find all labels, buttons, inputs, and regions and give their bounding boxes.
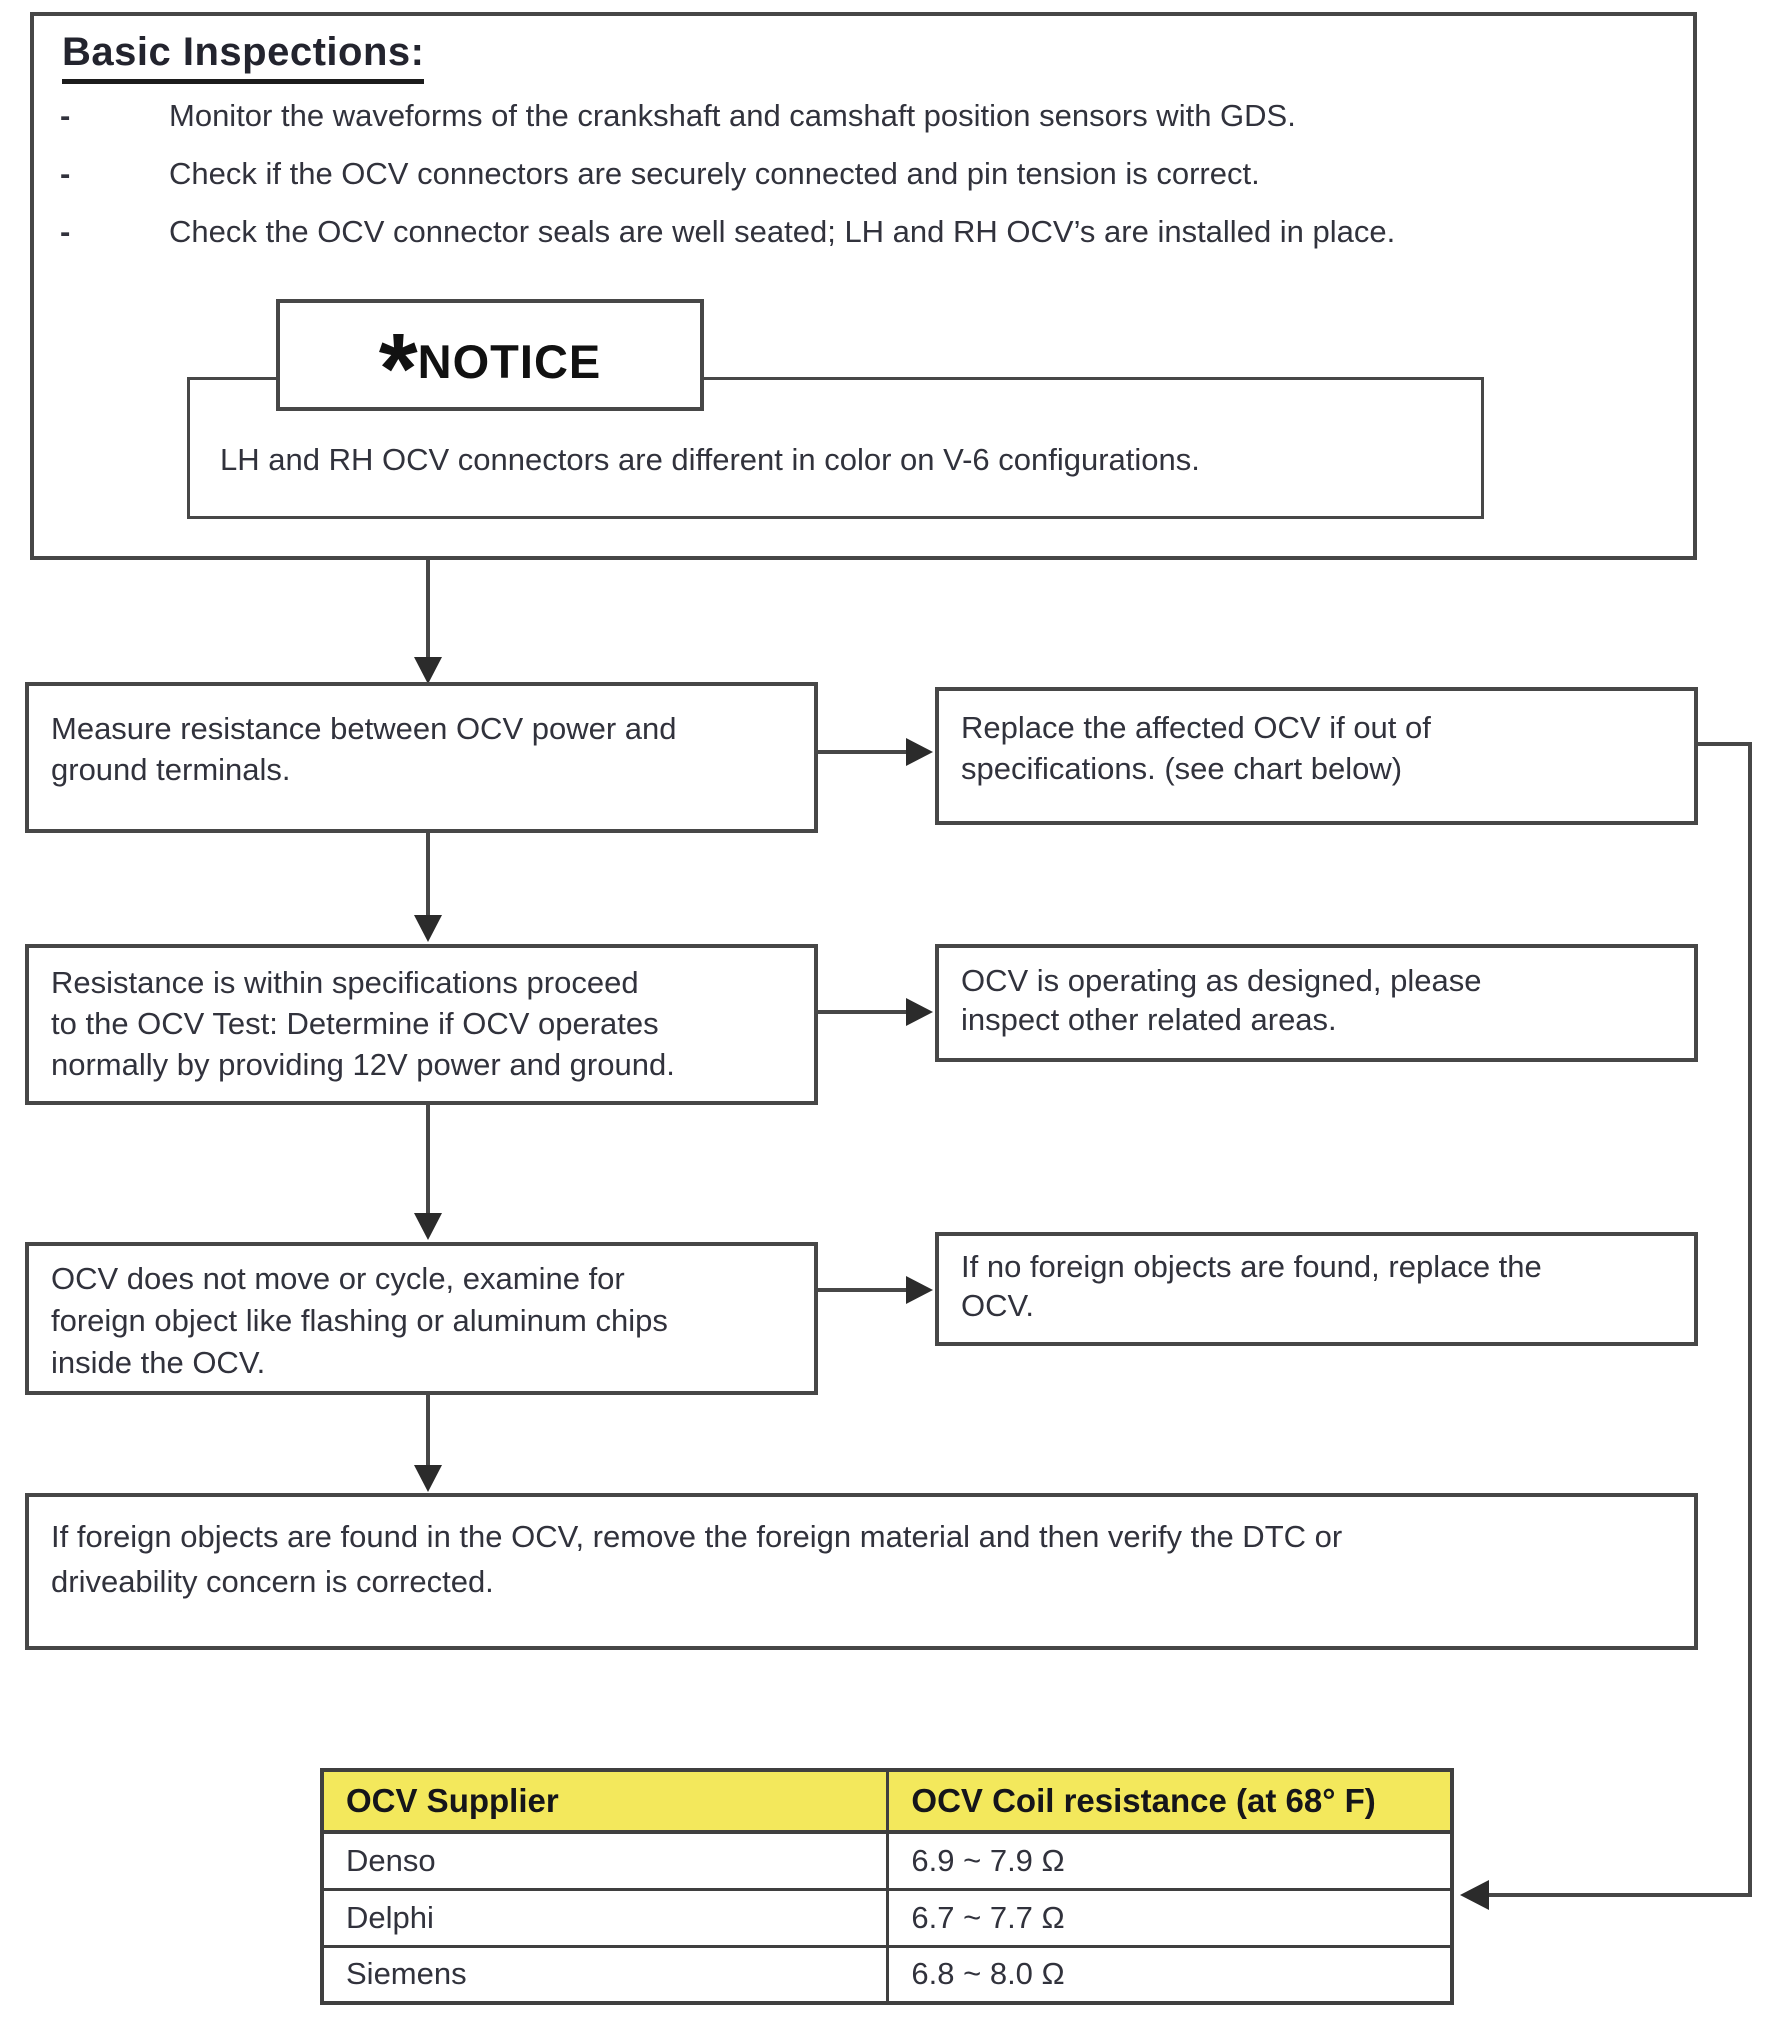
flow-box-measure-resistance: Measure resistance between OCV power and…	[25, 682, 818, 833]
down-arrow-icon	[414, 1465, 442, 1492]
down-connector-4	[426, 1395, 430, 1467]
left-arrow-icon	[1460, 1880, 1489, 1910]
inspection-item: - Check if the OCV connectors are secure…	[34, 156, 1693, 214]
bullet-dash: -	[60, 214, 71, 249]
basic-inspections-panel: Basic Inspections: - Monitor the wavefor…	[30, 12, 1697, 560]
notice-body-box: LH and RH OCV connectors are different i…	[187, 377, 1484, 519]
ocv-spec-table: OCV Supplier OCV Coil resistance (at 68°…	[320, 1768, 1454, 2005]
flow-box-foreign-objects-found: If foreign objects are found in the OCV,…	[25, 1493, 1698, 1650]
inspection-list: - Monitor the waveforms of the crankshaf…	[34, 98, 1693, 272]
supplier-cell: Delphi	[320, 1887, 890, 1948]
right-connector-2	[818, 1010, 910, 1014]
right-arrow-icon	[906, 1276, 933, 1304]
right-connector-3	[818, 1288, 910, 1292]
bullet-dash: -	[60, 98, 71, 133]
supplier-cell: Denso	[320, 1830, 890, 1891]
table-header-resistance: OCV Coil resistance (at 68° F)	[886, 1768, 1454, 1834]
flow-box-no-foreign-objects: If no foreign objects are found, replace…	[935, 1232, 1698, 1346]
inspection-item: - Check the OCV connector seals are well…	[34, 214, 1693, 272]
right-arrow-icon	[906, 738, 933, 766]
resistance-cell: 6.9 ~ 7.9 Ω	[886, 1830, 1454, 1891]
basic-inspections-title: Basic Inspections:	[62, 30, 425, 84]
inspection-item-text: Check if the OCV connectors are securely…	[169, 156, 1260, 191]
table-header-row: OCV Supplier OCV Coil resistance (at 68°…	[320, 1768, 1454, 1834]
resistance-cell: 6.8 ~ 8.0 Ω	[886, 1944, 1454, 2005]
return-connector-stub	[1698, 742, 1752, 746]
notice-label: NOTICE	[417, 334, 602, 388]
table-header-supplier: OCV Supplier	[320, 1768, 890, 1834]
inspection-item-text: Check the OCV connector seals are well s…	[169, 214, 1396, 249]
inspection-item-text: Monitor the waveforms of the crankshaft …	[169, 98, 1296, 133]
flow-box-ocv-test: Resistance is within specifications proc…	[25, 944, 818, 1105]
down-arrow-icon	[414, 915, 442, 942]
return-connector-vertical	[1748, 742, 1752, 1895]
flow-box-replace-ocv: Replace the affected OCV if out of speci…	[935, 687, 1698, 825]
table-row: Denso 6.9 ~ 7.9 Ω	[320, 1830, 1454, 1891]
resistance-cell: 6.7 ~ 7.7 Ω	[886, 1887, 1454, 1948]
return-connector-horizontal	[1488, 1893, 1752, 1897]
flow-box-ocv-no-move: OCV does not move or cycle, examine for …	[25, 1242, 818, 1395]
right-arrow-icon	[906, 998, 933, 1026]
down-connector-3	[426, 1105, 430, 1215]
bullet-dash: -	[60, 156, 71, 191]
table-row: Delphi 6.7 ~ 7.7 Ω	[320, 1887, 1454, 1948]
down-arrow-icon	[414, 1213, 442, 1240]
inspection-item: - Monitor the waveforms of the crankshaf…	[34, 98, 1693, 156]
supplier-cell: Siemens	[320, 1944, 890, 2005]
down-arrow-icon	[414, 657, 442, 684]
notice-badge: * NOTICE	[276, 299, 704, 419]
down-connector-2	[426, 833, 430, 917]
flow-box-ocv-operating: OCV is operating as designed, please ins…	[935, 944, 1698, 1062]
down-connector-1	[426, 560, 430, 660]
right-connector-1	[818, 750, 910, 754]
table-row: Siemens 6.8 ~ 8.0 Ω	[320, 1944, 1454, 2005]
notice-text: LH and RH OCV connectors are different i…	[220, 442, 1200, 477]
